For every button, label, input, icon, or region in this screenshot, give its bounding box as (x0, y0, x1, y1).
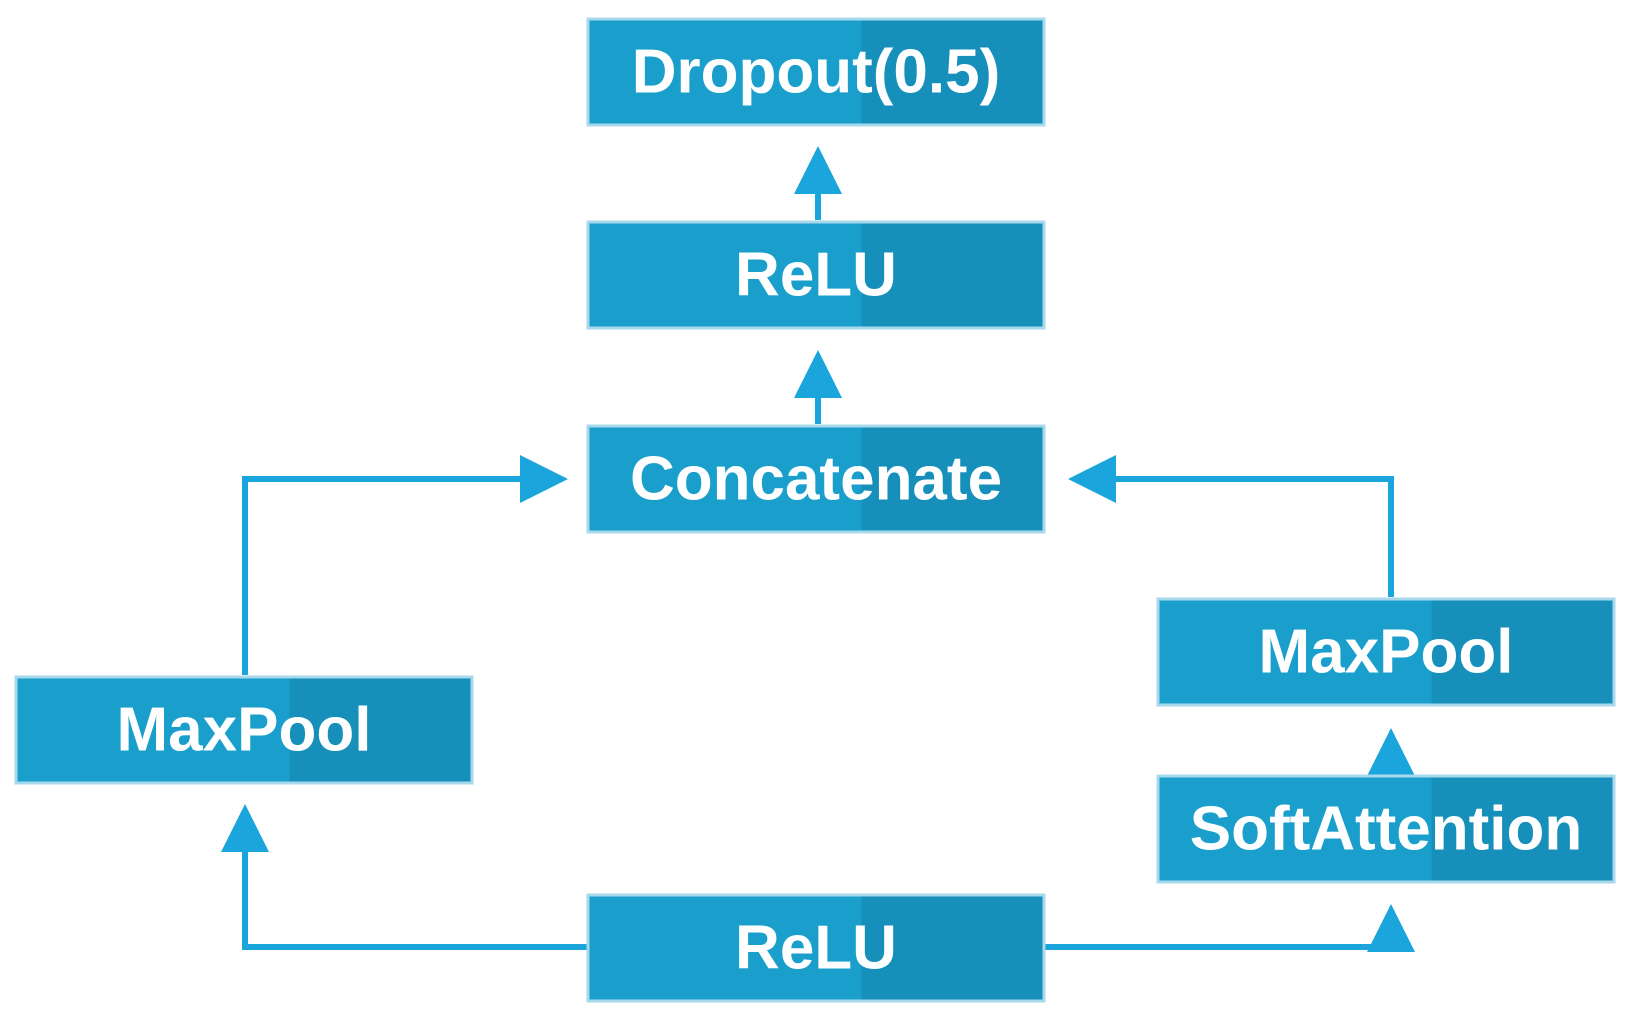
node-concatenate: Concatenate (586, 424, 1046, 534)
node-relu-bottom-box (586, 893, 1046, 1003)
edge-relu-bottom-to-maxpool-left (221, 804, 588, 950)
node-softattention: SoftAttention (1156, 774, 1616, 884)
node-maxpool-left-label: MaxPool (117, 696, 372, 765)
node-concatenate-box (586, 424, 1046, 534)
node-maxpool-right-label: MaxPool (1259, 618, 1514, 687)
node-concatenate-label: Concatenate (630, 445, 1002, 514)
node-relu-top-box (586, 220, 1046, 330)
node-maxpool-left-box (14, 675, 474, 785)
edge-maxpool-left-to-concatenate (242, 455, 568, 675)
node-relu-bottom: ReLU (586, 893, 1046, 1003)
edge-relu-bottom-to-softattention (1044, 904, 1415, 952)
node-maxpool-right-box (1156, 597, 1616, 707)
edges (221, 146, 1415, 952)
node-maxpool-right: MaxPool (1156, 597, 1616, 707)
node-dropout: Dropout(0.5) (586, 17, 1046, 127)
node-relu-top-label: ReLU (735, 241, 897, 310)
node-maxpool-left: MaxPool (14, 675, 474, 785)
node-softattention-box (1156, 774, 1616, 884)
edge-maxpool-right-to-concatenate (1068, 455, 1394, 597)
node-dropout-label: Dropout(0.5) (632, 38, 1001, 107)
node-relu-top: ReLU (586, 220, 1046, 330)
node-relu-bottom-label: ReLU (735, 914, 897, 983)
node-softattention-label: SoftAttention (1190, 795, 1583, 864)
node-dropout-box (586, 17, 1046, 127)
